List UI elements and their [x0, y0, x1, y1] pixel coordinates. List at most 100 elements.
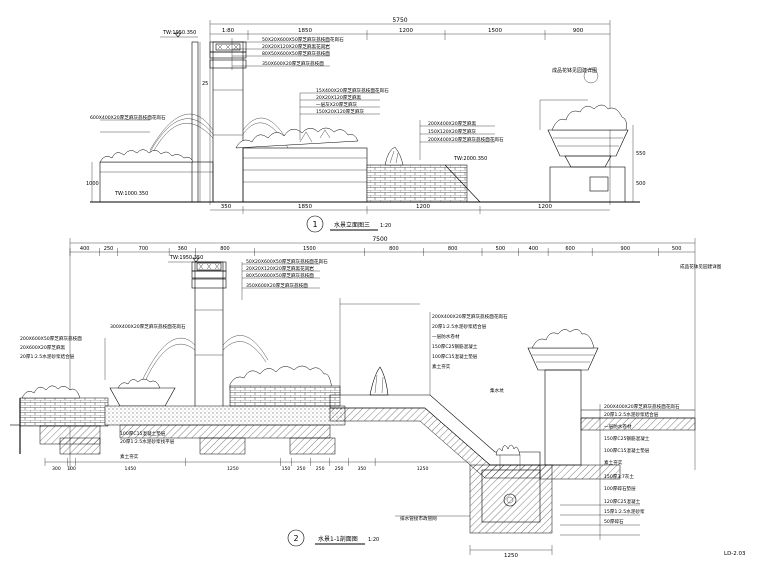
section-right-annotation-11: 50厚碎石: [604, 518, 624, 525]
section-sump-label: 集水坑: [490, 387, 504, 394]
elevation-annotation-6: 20X20X120厚芝麻黑: [316, 94, 362, 101]
section-middle-annotation-6: 素土夯实: [432, 363, 451, 370]
section-top-annotation-4: 350X600X20厚芝麻灰荔枝面: [246, 282, 308, 289]
elevation-annotation-8: 150X20X120厚芝麻灰: [316, 108, 364, 115]
section-bottom-dim-label: 1250: [417, 466, 429, 472]
section-left-annotation-7: 300X400X20厚芝麻灰荔枝面花岗石: [110, 323, 186, 330]
elevation-overall-dimension: 5750: [392, 17, 407, 24]
section-top-dim-label: 500: [496, 246, 506, 252]
elevation-top-dim-4: 1500: [488, 28, 502, 34]
section-right-annotations: 200X400X20厚芝麻灰荔枝面花岗石 20厚1:2.5水泥砂浆结合层 一层防…: [560, 263, 722, 540]
section-right-annotation-6: 素土夯实: [604, 459, 623, 466]
elevation-ground-level-text: TW:1000.350: [114, 191, 148, 197]
section-top-dim-label: 600: [565, 246, 575, 252]
section-left-annotation-5: 100厚C15混凝土垫层: [120, 430, 166, 437]
section-middle-annotation-3: 一层防水卷材: [432, 333, 460, 340]
section-top-annotation-2: 20X20X120X20厚芝麻黑花岗岩: [246, 265, 314, 272]
elevation-annotation-9: 200X400X20厚芝麻黑: [428, 120, 476, 127]
section-bottom-dim-label: 250: [297, 466, 306, 472]
elevation-top-dim-2: 1850: [298, 28, 312, 34]
section-right-annotation-4: 150厚C25钢筋混凝土: [604, 435, 650, 442]
elevation-bottom-dim-3: 1200: [416, 204, 430, 210]
section-top-dim-label: 900: [620, 246, 630, 252]
elevation-annotation-5: 15X400X20厚芝麻灰荔枝面花岗石: [316, 87, 389, 94]
elevation-title: 水景立面图三: [334, 221, 370, 229]
section-tall-pillar: [191, 261, 227, 408]
elevation-marker-number: 1: [312, 220, 317, 229]
section-right-annotation-3: 一层防水卷材: [604, 423, 632, 430]
section-middle-annotation-1: 200X400X20厚芝麻灰荔枝面花岗石: [432, 313, 508, 320]
section-right-annotation-9: 120厚C25混凝土: [604, 498, 641, 505]
elevation-top-dim-1: 1:80: [222, 28, 235, 34]
section-top-dim-label: 800: [220, 246, 230, 252]
section-right-annotation-7: 150厚3:7灰土: [604, 473, 634, 480]
elevation-brick-steps: TW:2000.350: [366, 146, 487, 203]
elevation-annotation-3: 80X50X600X50厚芝麻灰荔枝面: [262, 50, 330, 57]
section-left-annotation-6: 20厚1:2.5水泥砂浆找平层: [120, 438, 175, 445]
elevation-bottom-dim-4: 1200: [538, 204, 552, 210]
elevation-vdim-1: 25: [202, 81, 208, 87]
section-bottom-dimension-chain: 1250: [45, 461, 553, 559]
section-top-dim-label: 800: [389, 246, 399, 252]
section-right-annotation-2: 20厚1:2.5水泥砂浆结合层: [604, 411, 659, 418]
elevation-vdim-4: 500: [636, 181, 646, 187]
elevation-scale: 1:20: [380, 223, 391, 229]
elevation-left-level-marker: TW:1950.350: [160, 30, 198, 38]
elevation-basin-level-text: TW:2000.350: [453, 156, 487, 162]
section-top-dim-label: 400: [80, 246, 90, 252]
elevation-bottom-dim-1: 350: [221, 204, 232, 210]
section-top-dim-label: 360: [178, 246, 188, 252]
elevation-annotation-2: 20X20X120X20厚芝麻黑花岗岩: [262, 43, 330, 50]
section-bottom-width: 1250: [504, 553, 518, 559]
section-side-note: 成品花钵见园建详图: [680, 263, 722, 270]
section-left-level-marker: TW:1950.350: [168, 255, 220, 263]
elevation-top-dim-3: 1200: [399, 28, 413, 34]
section-middle-annotations: 200X400X20厚芝麻灰荔枝面花岗石 20厚1:2.5水泥砂浆结合层 一层防…: [339, 298, 508, 522]
section-bottom-dim-label: 100: [67, 466, 76, 472]
section-right-annotation-1: 200X400X20厚芝麻灰荔枝面花岗石: [604, 403, 680, 410]
section-top-annotation-1: 50X20X600X50厚芝麻灰荔枝面花岗石: [246, 258, 328, 265]
section-bottom-dim-label: 1450: [125, 466, 137, 472]
elevation-annotation-1: 50X20X600X50厚芝麻灰荔枝面花岗石: [262, 36, 344, 43]
section-left-annotation-3: 20厚1:2.5水泥砂浆结合层: [20, 353, 75, 360]
elevation-tall-pillar: 25: [199, 41, 247, 203]
section-right-annotation-8: 100厚碎石垫层: [604, 485, 636, 492]
section-left-annotation-2: 20X600X20厚芝麻黑: [20, 344, 66, 351]
elevation-annotation-4: 350X600X20厚芝麻灰荔枝面: [262, 60, 324, 67]
section-top-dimension-chain: 7500: [69, 236, 696, 470]
elevation-planter-pedestal: 550 500 成品花钵见园建详图: [539, 67, 646, 203]
elevation-middle-wall: [235, 127, 368, 203]
section-left-annotation-4: 素土夯实: [120, 453, 139, 460]
section-marker-number: 2: [293, 534, 298, 543]
elevation-planter-label: 成品花钵见园建详图: [552, 67, 597, 74]
section-bottom-dim-label: 250: [335, 466, 344, 472]
elevation-annotations: 50X20X600X50厚芝麻灰荔枝面花岗石 20X20X120X20厚芝麻黑花…: [90, 36, 504, 160]
elevation-thin-post: [191, 41, 199, 203]
section-bottom-dim-label: 250: [316, 466, 325, 472]
section-bottom-dim-label: 350: [357, 466, 366, 472]
elevation-annotation-10: 150X120X20厚芝麻灰: [428, 128, 476, 135]
section-scale: 1:20: [368, 537, 379, 543]
elevation-annotation-7: 一层灰X20厚芝麻灰: [316, 101, 358, 108]
section-left-annotation-1: 200X600X50厚芝麻灰荔枝面: [20, 335, 82, 342]
elevation-top-dim-5: 900: [573, 28, 584, 34]
section-overall-dimension: 7500: [372, 236, 387, 243]
section-sump-pit: [469, 444, 553, 534]
section-middle-annotation-5: 100厚C15混凝土垫层: [432, 353, 478, 360]
section-middle-annotation-2: 20厚1:2.5水泥砂浆结合层: [432, 323, 487, 330]
elevation-annotation-11: 200X400X20厚芝麻灰荔枝面花岗石: [428, 136, 504, 143]
elevation-drawing: 5750 1:80 1850 1200 1500 900 TW:1950.350…: [86, 17, 646, 233]
section-top-dim-label: 250: [104, 246, 114, 252]
section-top-dim-label: 1500: [303, 246, 316, 252]
section-bottom-dim-label: 300: [52, 466, 61, 472]
section-cascade: [329, 366, 541, 479]
section-title: 水景1-1剖面图: [318, 535, 358, 543]
section-planter-pedestal: [527, 329, 696, 480]
section-bottom-dim-label: 1250: [227, 466, 239, 472]
section-drain-label: 排水管接市政管网: [400, 515, 437, 522]
section-top-dim-label: 700: [139, 246, 149, 252]
